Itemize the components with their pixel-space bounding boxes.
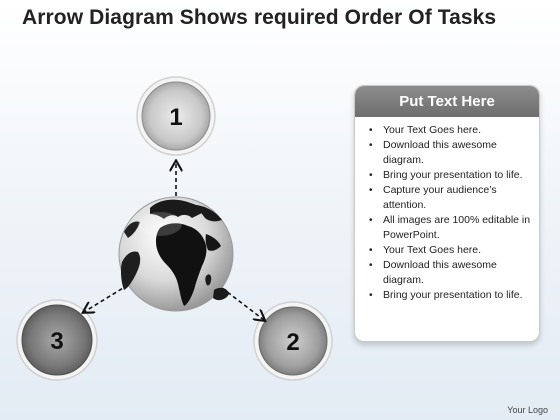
list-item: Bring your presentation to life. xyxy=(363,288,531,303)
node-2-label: 2 xyxy=(286,329,299,356)
node-2: 2 xyxy=(253,301,333,381)
list-item: Your Text Goes here. xyxy=(363,243,531,258)
panel-heading: Put Text Here xyxy=(355,86,539,117)
node-1: 1 xyxy=(136,76,216,156)
list-item: Your Text Goes here. xyxy=(363,123,531,138)
node-3: 3 xyxy=(16,299,98,381)
list-item: Bring your presentation to life. xyxy=(363,168,531,183)
list-item: Download this awesome diagram. xyxy=(363,258,531,288)
list-item: All images are 100% editable in PowerPoi… xyxy=(363,213,531,243)
node-3-label: 3 xyxy=(50,328,63,355)
slide-title: Arrow Diagram Shows required Order Of Ta… xyxy=(22,6,497,29)
node-1-label: 1 xyxy=(169,104,182,131)
arrow-to-node-2 xyxy=(221,287,264,320)
globe-icon xyxy=(118,196,234,312)
arrow-diagram: 1 2 3 xyxy=(16,76,333,381)
list-item: Capture your audience’s attention. xyxy=(363,183,531,213)
panel-bullet-list: Your Text Goes here. Download this aweso… xyxy=(355,117,539,303)
arrow-to-node-3 xyxy=(84,284,129,312)
text-panel: Put Text Here Your Text Goes here. Downl… xyxy=(354,85,540,342)
list-item: Download this awesome diagram. xyxy=(363,138,531,168)
footer-logo: Your Logo xyxy=(507,405,548,415)
